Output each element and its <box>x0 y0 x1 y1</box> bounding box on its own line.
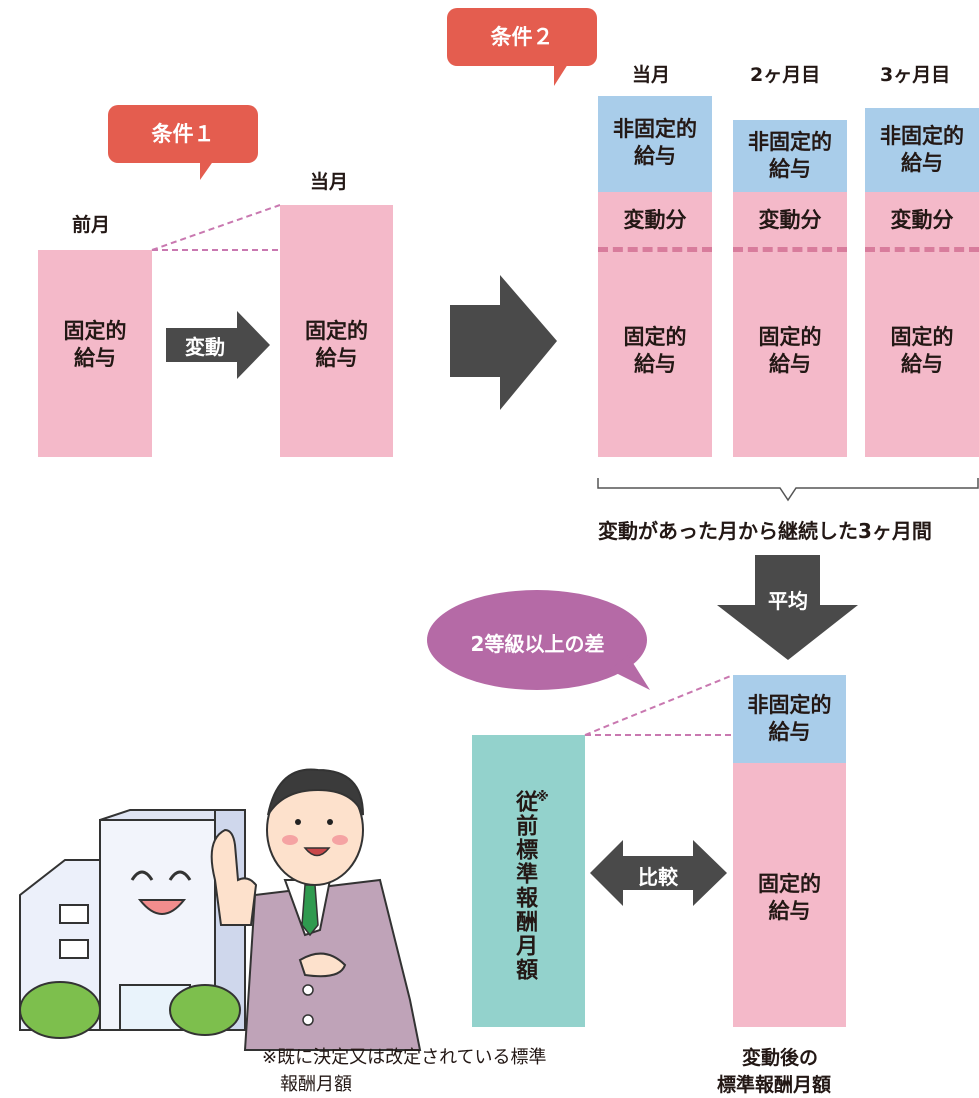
former-standard-text: 従前標準報酬月額 <box>512 790 538 982</box>
month1-label: 当月 <box>632 64 671 86</box>
footnote-line2: 報酬月額 <box>280 1074 352 1095</box>
month2-nonfixed-text: 非固定的 給与 <box>748 130 832 181</box>
month3-nonfixed-segment: 非固定的 給与 <box>865 108 979 192</box>
former-standard-bar: 従前標準報酬月額 ※ <box>472 735 585 1027</box>
change-arrow-label: 変動 <box>185 335 225 359</box>
after-caption-line2: 標準報酬月額 <box>717 1074 832 1096</box>
month1-fixed-segment: 固定的 給与 <box>598 250 712 457</box>
former-standard-mark: ※ <box>536 790 549 805</box>
month3-fixed-segment: 固定的 給与 <box>865 250 979 457</box>
after-fixed-segment: 固定的 給与 <box>733 763 846 1027</box>
building-illustration <box>19 809 246 1039</box>
month2-variable-text: 変動分 <box>758 208 822 232</box>
prev-month-label: 前月 <box>72 214 111 236</box>
after-nonfixed-text: 非固定的 給与 <box>747 693 832 744</box>
speech-bubble-tail <box>610 655 650 690</box>
month1-variable-segment: 変動分 <box>598 192 712 250</box>
average-down-arrow <box>717 555 858 660</box>
condition2-badge-tail <box>554 64 580 86</box>
month3-fixed-text: 固定的 給与 <box>890 325 954 376</box>
speech-bubble-text: 2等級以上の差 <box>470 632 605 656</box>
businessman-illustration <box>210 768 422 1051</box>
former-standard-text-wrap: 従前標準報酬月額 ※ <box>472 790 585 982</box>
month1-fixed-text: 固定的 給与 <box>623 325 687 376</box>
after-caption-line1: 変動後の <box>742 1047 819 1069</box>
month1-divider <box>598 247 712 252</box>
month3-nonfixed-text: 非固定的 給与 <box>880 124 964 175</box>
condition2-label: 条件２ <box>490 25 554 49</box>
month3-label: 3ヶ月目 <box>880 64 951 86</box>
month2-variable-segment: 変動分 <box>733 192 847 250</box>
curr-month-bar: 固定的 給与 <box>280 205 393 457</box>
cond1-dash-top <box>151 204 281 251</box>
condition1-badge: 条件１ <box>108 105 258 163</box>
prev-bar-text: 固定的 給与 <box>63 319 127 370</box>
month3-variable-segment: 変動分 <box>865 192 979 250</box>
compare-label: 比較 <box>638 865 678 889</box>
month2-nonfixed-segment: 非固定的 給与 <box>733 120 847 192</box>
month1-nonfixed-segment: 非固定的 給与 <box>598 96 712 192</box>
curr-bar-text: 固定的 給与 <box>305 319 368 370</box>
three-month-bracket <box>597 478 979 502</box>
condition1-label: 条件１ <box>151 122 215 146</box>
bracket-caption: 変動があった月から継続した3ヶ月間 <box>598 519 932 543</box>
average-label: 平均 <box>768 589 808 613</box>
month2-divider <box>733 247 847 252</box>
after-fixed-text: 固定的 給与 <box>758 872 821 923</box>
speech-bubble-shape <box>427 590 647 690</box>
month2-fixed-text: 固定的 給与 <box>758 325 822 376</box>
change-arrow <box>166 311 270 379</box>
footnote-line1: ※既に決定又は改定されている標準 <box>262 1047 547 1068</box>
prev-month-bar: 固定的 給与 <box>38 250 152 457</box>
month1-variable-text: 変動分 <box>623 208 687 232</box>
compare-double-arrow <box>590 840 727 906</box>
month2-label: 2ヶ月目 <box>750 64 821 86</box>
month1-nonfixed-text: 非固定的 給与 <box>613 117 697 168</box>
month3-divider <box>865 247 979 252</box>
condition2-badge: 条件２ <box>447 8 597 66</box>
curr-month-label: 当月 <box>310 171 349 193</box>
big-right-arrow <box>450 275 557 410</box>
month3-variable-text: 変動分 <box>890 208 954 232</box>
compare-dash-top <box>584 674 734 736</box>
condition1-badge-tail <box>200 160 226 180</box>
after-nonfixed-segment: 非固定的 給与 <box>733 675 846 763</box>
month2-fixed-segment: 固定的 給与 <box>733 250 847 457</box>
